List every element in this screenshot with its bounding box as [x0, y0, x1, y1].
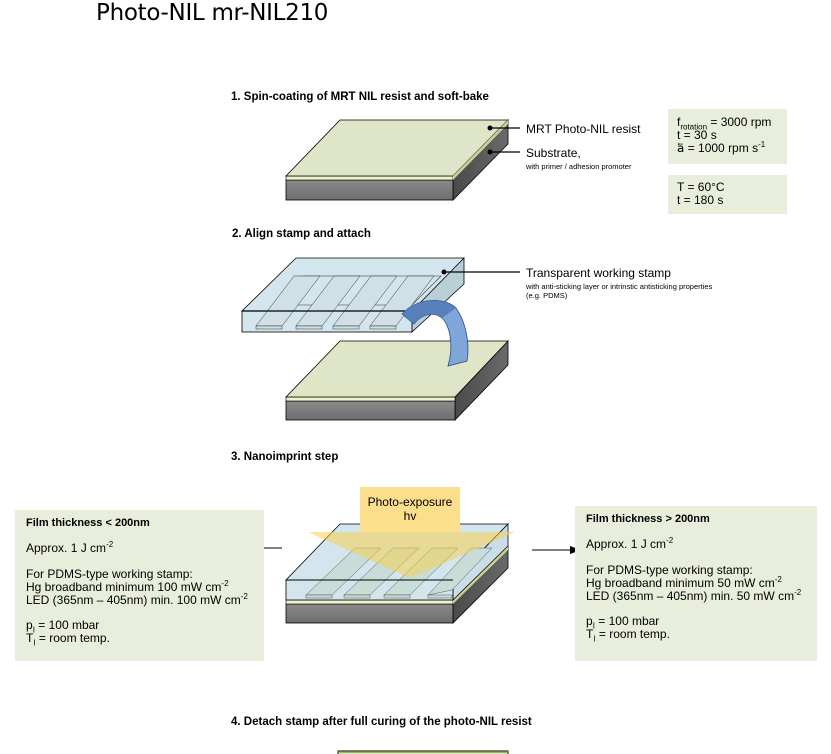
f-value: = 3000 rpm [707, 115, 772, 129]
exposure-label-line2: hv [403, 509, 417, 523]
thin-hg: Hg broadband minimum 100 mW cm [26, 580, 222, 594]
thin-pdms: For PDMS-type working stamp: [26, 567, 193, 581]
step-4-heading: 4. Detach stamp after full curing of the… [231, 716, 532, 728]
thick-hg-exp: -2 [774, 575, 782, 584]
thin-p-sym: p [26, 618, 33, 632]
thin-t-sym: T [26, 631, 34, 645]
a-symbol: a⃖ [677, 141, 685, 155]
thick-pdms: For PDMS-type working stamp: [586, 563, 753, 577]
exposure-label-line1: Photo-exposure [367, 495, 453, 509]
thin-led-exp: -2 [240, 592, 248, 601]
thick-p-sub: I [592, 621, 595, 631]
thin-film-box: Film thickness < 200nm Approx. 1 J cm-2 … [15, 510, 264, 661]
arrow-right-icon [532, 546, 581, 554]
stamp-note-1: with anti-sticking layer or intrinstic a… [526, 282, 713, 291]
thin-dose-exp: -2 [106, 540, 114, 549]
exposure-beam [308, 487, 515, 578]
stamp-note-2: (e.g. PDMS) [526, 291, 568, 300]
thin-film-heading: Film thickness < 200nm [26, 517, 150, 529]
exposure-label: Photo-exposure hv [360, 495, 460, 523]
thick-dose-exp: -2 [666, 536, 674, 545]
thick-t-sub: I [593, 634, 596, 644]
thin-dose: Approx. 1 J cm [26, 541, 107, 555]
spin-time: t = 30 s [677, 128, 717, 142]
substrate-note: with primer / adhesion promoter [526, 162, 632, 171]
a-exponent: -1 [758, 140, 766, 149]
f-subscript: rotation [680, 122, 708, 132]
thin-led: LED (365nm – 405nm) min. 100 mW cm [26, 593, 241, 607]
thin-pressure: = 100 mbar [34, 618, 100, 632]
spin-params-box: frotation = 3000 rpm t = 30 s a⃖ = 1000 … [668, 109, 787, 164]
thin-t-sub: I [33, 638, 36, 648]
step-2-wafer [285, 339, 509, 421]
a-value: = 1000 rpm s [684, 141, 759, 155]
bake-params-box: T = 60°C t = 180 s [668, 175, 787, 214]
substrate-label: Substrate, [526, 146, 581, 160]
resist-label: MRT Photo-NIL resist [526, 122, 641, 136]
resist-side [453, 120, 508, 180]
thin-temperature: = room temp. [35, 631, 110, 645]
step-1-heading: 1. Spin-coating of MRT NIL resist and so… [231, 91, 489, 103]
f-symbol: f [677, 115, 681, 129]
page-title: Photo-NIL mr-NIL210 [96, 0, 329, 26]
thick-hg: Hg broadband minimum 50 mW cm [586, 576, 775, 590]
step-3-assembly [285, 487, 515, 624]
bake-time: t = 180 s [677, 193, 724, 207]
thick-film-box: Film thickness > 200nm Approx. 1 J cm-2 … [575, 506, 817, 661]
stamp-label: Transparent working stamp [526, 266, 671, 280]
resist-front [285, 175, 454, 181]
substrate-front [285, 179, 454, 201]
thick-dose: Approx. 1 J cm [586, 537, 667, 551]
step-3-heading: 3. Nanoimprint step [231, 451, 339, 463]
step-2-stamp [241, 257, 520, 333]
step-2-heading: 2. Align stamp and attach [232, 228, 371, 240]
thin-p-sub: I [32, 625, 35, 635]
step-1-wafer [285, 119, 520, 201]
thick-led: LED (365nm – 405nm) min. 50 mW cm [586, 589, 795, 603]
thick-p-sym: p [586, 614, 593, 628]
thin-hg-exp: -2 [221, 579, 229, 588]
thick-pressure: = 100 mbar [594, 614, 660, 628]
thick-temperature: = room temp. [595, 627, 670, 641]
thick-led-exp: -2 [794, 588, 802, 597]
bake-temperature: T = 60°C [677, 180, 725, 194]
thick-t-sym: T [586, 627, 594, 641]
thick-film-heading: Film thickness > 200nm [586, 513, 710, 525]
